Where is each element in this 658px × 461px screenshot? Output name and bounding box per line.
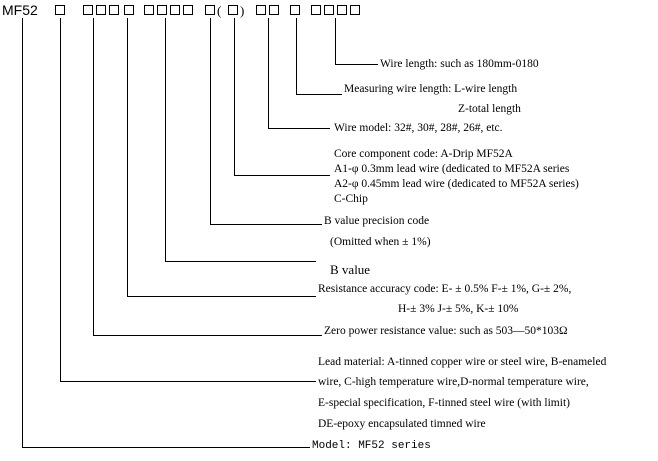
connector-wire-model <box>268 18 330 129</box>
code-box-lead-material <box>55 5 65 15</box>
wire-length-text: Wire length: such as 180mm-0180 <box>380 58 539 70</box>
code-box-wire-model-2 <box>269 5 279 15</box>
connector-zero-power <box>93 18 322 336</box>
code-box-length-3 <box>337 5 347 15</box>
lead-material-text-3: E-special specification, F-tinned steel … <box>318 397 570 409</box>
code-box-bprecision <box>205 5 215 15</box>
zero-power-text: Zero power resistance value: such as 503… <box>324 325 568 337</box>
code-box-core <box>228 5 238 15</box>
core-component-text-3: A2-φ 0.45mm lead wire (dedicated to MF52… <box>334 178 579 190</box>
code-box-wire-model-1 <box>256 5 266 15</box>
code-box-resistance-2 <box>96 5 106 15</box>
core-component-text-1: Core component code: A-Drip MF52A <box>334 148 513 160</box>
lead-material-text-4: DE-epoxy encapsulated timned wire <box>318 418 486 430</box>
code-box-resistance-1 <box>83 5 93 15</box>
connector-b-precision <box>210 18 322 225</box>
connector-model <box>22 18 310 448</box>
model-series-text: Model: MF52 series <box>312 440 431 452</box>
connector-wire-length <box>335 18 378 65</box>
lead-material-text-2: wire, C-high temperature wire,D-normal t… <box>318 376 589 388</box>
code-box-measuring <box>290 5 300 15</box>
core-component-text-4: C-Chip <box>334 193 368 205</box>
code-box-length-1 <box>311 5 321 15</box>
connector-lead-material <box>60 18 316 382</box>
connector-b-value <box>165 18 316 262</box>
code-box-resistance-3 <box>109 5 119 15</box>
measuring-length-text-1: Measuring wire length: L-wire length <box>344 83 518 95</box>
code-box-bvalue-2 <box>157 5 167 15</box>
paren-close: ) <box>240 3 245 18</box>
code-box-bvalue-3 <box>170 5 180 15</box>
b-precision-text-1: B value precision code <box>324 215 430 227</box>
connector-resistance-accuracy <box>127 18 316 297</box>
wire-model-text: Wire model: 32#, 30#, 28#, 26#, etc. <box>334 122 503 134</box>
core-component-text-2: A1-φ 0.3mm lead wire (dedicated to MF52A… <box>334 163 570 175</box>
resistance-accuracy-text-1: Resistance accuracy code: E- ± 0.5% F-± … <box>318 283 572 295</box>
code-box-accuracy <box>124 5 134 15</box>
lead-material-text-1: Lead material: A-tinned copper wire or s… <box>318 356 607 368</box>
code-box-length-2 <box>324 5 334 15</box>
measuring-length-text-2: Z-total length <box>458 103 521 115</box>
code-box-length-4 <box>350 5 360 15</box>
code-box-bvalue-1 <box>144 5 154 15</box>
model-prefix: MF52 <box>2 2 38 18</box>
paren-open: ( <box>217 3 222 18</box>
connector-measuring-length <box>296 18 342 95</box>
b-value-text: B value <box>330 262 371 277</box>
connector-core-component <box>234 18 330 176</box>
resistance-accuracy-text-2: H-± 3% J-± 5%, K-± 10% <box>398 303 519 315</box>
b-precision-text-2: (Omitted when ± 1%) <box>330 236 431 248</box>
code-box-bvalue-4 <box>183 5 193 15</box>
